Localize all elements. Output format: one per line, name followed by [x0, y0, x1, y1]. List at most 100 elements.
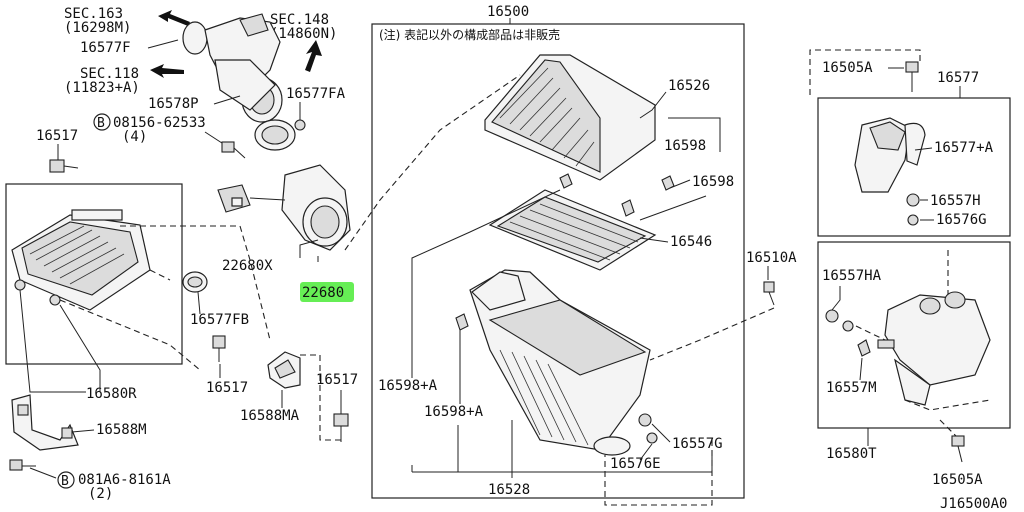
leader-16580r [19, 289, 86, 393]
label-16577FA[interactable]: 16577FA [286, 86, 346, 102]
label-16577F[interactable]: 16577F [80, 40, 131, 56]
grommet-16557m[interactable] [857, 339, 871, 357]
leader-16598-bracket [668, 117, 721, 152]
label-16500[interactable]: 16500 [487, 4, 529, 20]
leader-16598-c [639, 195, 707, 221]
bracket-16588ma[interactable] [267, 351, 301, 389]
label-16580T[interactable]: 16580T [826, 446, 877, 462]
leader-bolt-ref-2 [29, 467, 57, 479]
label-16505A-bottom[interactable]: 16505A [932, 472, 983, 488]
air-cleaner-cover[interactable] [484, 54, 656, 181]
sensor-connector[interactable] [217, 184, 251, 213]
label-16517-c[interactable]: 16517 [316, 372, 358, 388]
leader-16577a [914, 147, 933, 151]
resonator-16580r[interactable] [11, 209, 151, 311]
label-sec163[interactable]: SEC.163 [64, 6, 123, 22]
air-cleaner-case[interactable] [469, 269, 651, 456]
label-bolt-ref-2[interactable]: 081A6-8161A [78, 472, 171, 488]
label-16557H[interactable]: 16557H [930, 193, 981, 209]
label-16546[interactable]: 16546 [670, 234, 712, 250]
intake-duct[interactable] [182, 13, 283, 123]
label-16577FB[interactable]: 16577FB [190, 312, 249, 328]
label-16517-a[interactable]: 16517 [36, 128, 78, 144]
leader-16557m [859, 357, 863, 381]
dashed-frame-bottom [604, 440, 713, 506]
label-16598a-b[interactable]: 16598+A [424, 404, 484, 420]
resonator-box-frame [5, 183, 183, 365]
label-16576G[interactable]: 16576G [936, 212, 987, 228]
leader-16577f [147, 39, 179, 49]
bolt-icon-16505a-top[interactable] [905, 61, 919, 92]
label-16576E[interactable]: 16576E [610, 456, 661, 472]
inlet-duct-16577a[interactable] [854, 117, 926, 193]
label-22680X[interactable]: 22680X [222, 258, 273, 274]
bolt-circle-b-1[interactable]: B [93, 113, 111, 131]
label-16577A[interactable]: 16577+A [934, 140, 994, 156]
clip-16598-c[interactable] [559, 173, 573, 189]
grommet-16557h[interactable] [906, 193, 920, 207]
leader-16580r-b [59, 304, 101, 392]
dashed-link-resonator [120, 225, 271, 341]
bracket-16588m[interactable] [11, 394, 79, 451]
leader-16578p [213, 95, 241, 105]
clip-right[interactable] [877, 339, 895, 349]
label-16517-b[interactable]: 16517 [206, 380, 248, 396]
label-bolt-ref-2-qty: (2) [88, 486, 113, 502]
bolt-circle-b-2[interactable]: B [57, 471, 75, 489]
leader-16526 [639, 91, 667, 119]
bolt-icon-16517-c[interactable] [333, 413, 349, 442]
label-16588M[interactable]: 16588M [96, 422, 147, 438]
hose-clamp-16577fb-inner [187, 276, 203, 288]
label-16557M[interactable]: 16557M [826, 380, 877, 396]
bolt-icon-16510a[interactable] [763, 281, 775, 306]
clamp-screw[interactable] [294, 119, 306, 131]
label-bolt-ref-1[interactable]: 08156-62533 [113, 115, 206, 131]
label-16577[interactable]: 16577 [937, 70, 979, 86]
air-filter-element[interactable] [488, 189, 657, 271]
label-16557HA[interactable]: 16557HA [822, 268, 882, 284]
highlight-22680[interactable]: 22680 [300, 282, 354, 302]
leader-16557g [651, 423, 671, 443]
label-16598-a[interactable]: 16598 [664, 138, 706, 154]
label-sec118[interactable]: SEC.118 [80, 66, 139, 82]
label-16598a-a[interactable]: 16598+A [378, 378, 438, 394]
label-16528[interactable]: 16528 [488, 482, 530, 498]
leader-16588m [71, 429, 95, 433]
resonator-tank-16580t[interactable] [884, 291, 991, 406]
bolt-icon-16505a-bottom[interactable] [951, 435, 965, 463]
leader-16577fb [197, 291, 201, 315]
collar-16576e[interactable] [646, 432, 658, 444]
leader-16546 [639, 237, 669, 243]
clip-16598-a[interactable] [661, 175, 675, 191]
label-16505A-top[interactable]: 16505A [822, 60, 873, 76]
dashed-link-ha [855, 325, 886, 341]
clip-16598a[interactable] [455, 313, 469, 331]
label-16598-b[interactable]: 16598 [692, 174, 734, 190]
arrow-sec163 [158, 10, 190, 26]
label-sec148[interactable]: SEC.148 [270, 12, 329, 28]
label-16578P[interactable]: 16578P [148, 96, 199, 112]
air-flow-housing[interactable] [281, 164, 351, 251]
bolt-icon-lower[interactable] [9, 459, 36, 471]
grommet-16557g[interactable] [638, 413, 652, 427]
bolt-icon-16517-a[interactable] [49, 159, 79, 173]
label-16588MA[interactable]: 16588MA [240, 408, 300, 424]
label-sec118-sub: (11823+A) [64, 80, 140, 96]
note-non-sale: (注) 表記以外の構成部品は非販売 [379, 27, 560, 42]
bolt-icon-1[interactable] [221, 141, 246, 159]
grommet-16557ha[interactable] [825, 309, 839, 323]
clip-16598-b[interactable] [621, 199, 635, 217]
collar-right[interactable] [842, 320, 854, 332]
bolt-icon-16517-b[interactable] [212, 335, 226, 362]
label-16510A[interactable]: 16510A [746, 250, 797, 266]
label-16580R[interactable]: 16580R [86, 386, 137, 402]
collar-16576g[interactable] [907, 214, 919, 226]
dashed-link-housing [344, 74, 521, 251]
label-sec148-sub: (14860N) [270, 26, 337, 42]
dashed-link-16505a-bottom [939, 419, 957, 437]
label-16557G[interactable]: 16557G [672, 436, 723, 452]
label-16526[interactable]: 16526 [668, 78, 710, 94]
arrow-sec118 [150, 64, 184, 78]
